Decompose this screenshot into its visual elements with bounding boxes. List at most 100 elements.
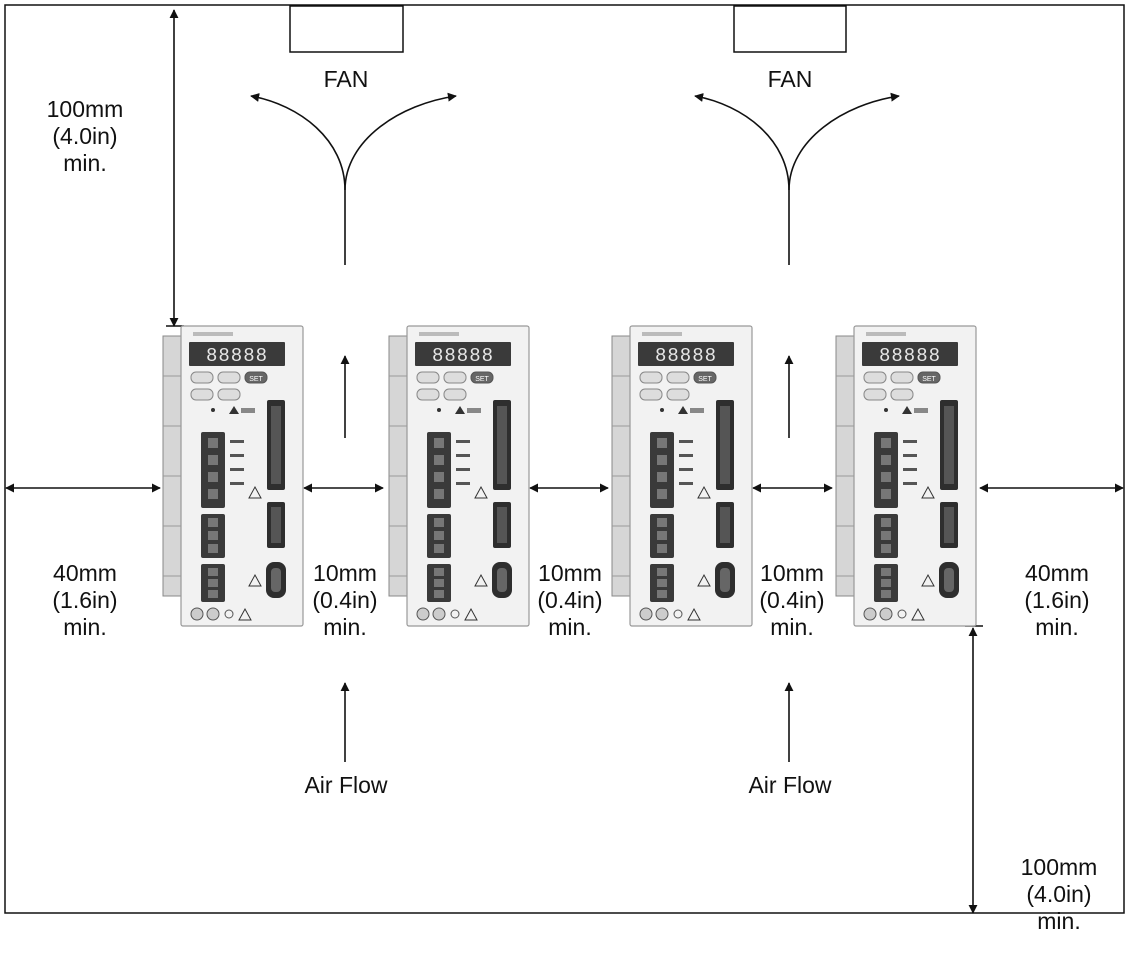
drive-display (638, 342, 734, 366)
warning-icon (687, 607, 701, 621)
ground-symbol-icon (224, 609, 234, 619)
terminal-screw (657, 531, 667, 540)
terminal-screw (657, 590, 667, 598)
drive-key-down (443, 388, 467, 401)
drive-key-down (217, 388, 241, 401)
drive-heatsink (611, 335, 633, 597)
drive-key-up (443, 371, 467, 384)
terminal-screw (434, 489, 444, 499)
power-terminal-block (650, 432, 674, 508)
cabinet-enclosure (4, 4, 1125, 914)
cn1-pins (944, 406, 954, 484)
cn2-pins (497, 507, 507, 543)
terminal-screw (657, 568, 667, 576)
ground-screw (863, 607, 877, 621)
top-clearance-label: 100mm(4.0in)min. (46, 95, 124, 176)
warning-icon (921, 485, 935, 499)
terminal-screw (881, 568, 891, 576)
right-clearance-label: 40mm(1.6in)min. (1024, 559, 1090, 640)
terminal-screw (881, 489, 891, 499)
ground-symbol-icon (450, 609, 460, 619)
drive-key-down (890, 388, 914, 401)
drive-key-set (693, 371, 717, 384)
cn3-port (497, 568, 507, 592)
terminal-label (456, 440, 470, 443)
fan-box-left (289, 5, 404, 53)
drive-led (884, 408, 888, 412)
terminal-screw (434, 455, 444, 465)
power-terminal-block (427, 432, 451, 508)
terminal-screw (657, 472, 667, 482)
drive-key-shift (416, 388, 440, 401)
terminal-screw (657, 579, 667, 587)
ground-screw (432, 607, 446, 621)
drive-key-up (217, 371, 241, 384)
drive-key-set-label: SET (698, 376, 712, 383)
drive-key-up (890, 371, 914, 384)
cn2-pins (271, 507, 281, 543)
cn1-pins (271, 406, 281, 484)
terminal-label (903, 440, 917, 443)
drive-key-mode (863, 371, 887, 384)
drive-key-set (917, 371, 941, 384)
terminal-label (679, 440, 693, 443)
ground-screw (639, 607, 653, 621)
power-terminal-block (874, 432, 898, 508)
drive-key-mode (639, 371, 663, 384)
drive-heatsink (835, 335, 857, 597)
drive-key-set (470, 371, 494, 384)
terminal-screw (434, 568, 444, 576)
terminal-screw (434, 544, 444, 553)
installation-clearance-diagram: { "fans": [ {"label": "FAN"}, {"label": … (4, 4, 1125, 934)
warning-icon (697, 573, 711, 587)
terminal-label (903, 454, 917, 457)
drive-model-label (419, 332, 459, 336)
drive-logo-icon (229, 406, 239, 414)
ground-screw (190, 607, 204, 621)
terminal-label (679, 468, 693, 471)
fan-exhaust-right (694, 92, 900, 265)
drive-key-set-label: SET (475, 376, 489, 383)
cn3-port (271, 568, 281, 592)
terminal-screw (881, 590, 891, 598)
fan-box-right (733, 5, 847, 53)
terminal-screw (657, 438, 667, 448)
terminal-screw (208, 590, 218, 598)
terminal-screw (881, 472, 891, 482)
terminal-screw (208, 518, 218, 527)
terminal-screw (881, 438, 891, 448)
fan-label-left: FAN (323, 66, 369, 92)
terminal-screw (208, 579, 218, 587)
terminal-screw (434, 579, 444, 587)
drive-model-label (642, 332, 682, 336)
warning-icon (248, 485, 262, 499)
fan-exhaust-left (250, 92, 457, 265)
terminal-screw (881, 455, 891, 465)
ground-screw (416, 607, 430, 621)
ground-symbol-icon (673, 609, 683, 619)
drive-led (211, 408, 215, 412)
gap-label-1: 10mm(0.4in)min. (312, 559, 378, 640)
airflow-label-right: Air Flow (748, 772, 832, 798)
terminal-screw (208, 489, 218, 499)
cn2-pins (720, 507, 730, 543)
cn1-pins (497, 406, 507, 484)
drive-key-set (244, 371, 268, 384)
fan-label-right: FAN (767, 66, 813, 92)
terminal-screw (208, 531, 218, 540)
drive-logo-text (241, 408, 255, 413)
drive-logo-text (467, 408, 481, 413)
drive-model-label (866, 332, 906, 336)
warning-icon (464, 607, 478, 621)
warning-icon (248, 573, 262, 587)
drive-key-shift (190, 388, 214, 401)
drive-key-up (666, 371, 690, 384)
terminal-screw (434, 590, 444, 598)
terminal-label (230, 482, 244, 485)
ground-symbol-icon (897, 609, 907, 619)
